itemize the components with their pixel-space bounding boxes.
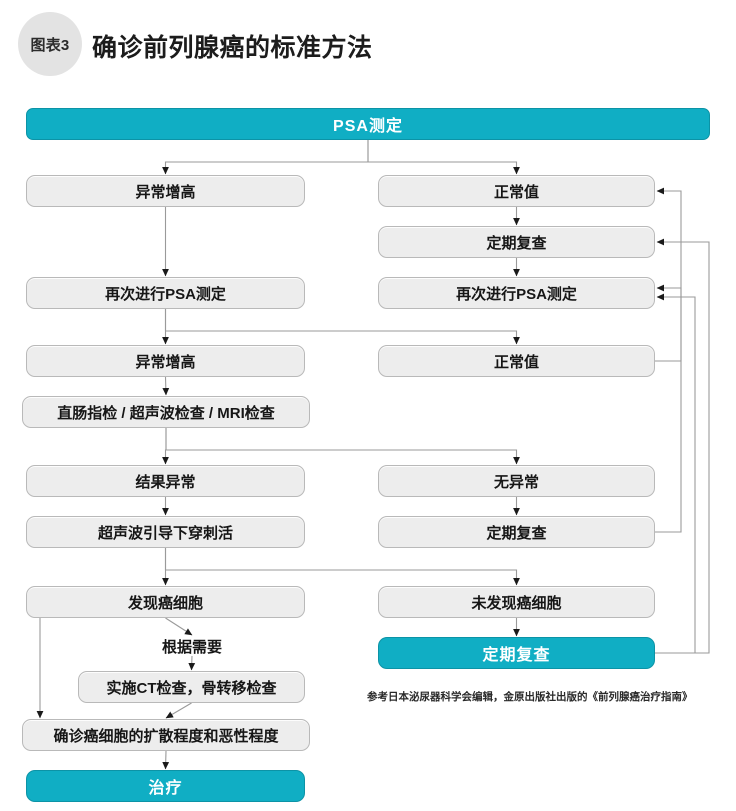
flow-node-psa-test: PSA测定 (26, 108, 710, 140)
flow-node-cancer-found: 发现癌细胞 (26, 586, 305, 618)
flow-node-left-psa-again: 再次进行PSA测定 (26, 277, 305, 309)
flow-node-treatment: 治疗 (26, 770, 305, 802)
flow-node-right-normal-1: 正常值 (378, 175, 655, 207)
page-title: 确诊前列腺癌的标准方法 (92, 34, 373, 62)
flow-node-left-abnormal-2: 异常增高 (26, 345, 305, 377)
figure-source-note: 参考日本泌尿器科学会编辑，金原出版社出版的《前列腺癌治疗指南》 (367, 691, 693, 703)
flow-node-right-recheck-1: 定期复查 (378, 226, 655, 258)
flow-node-biopsy: 超声波引导下穿刺活 (26, 516, 305, 548)
flow-node-ct-exam: 实施CT检查，骨转移检查 (78, 671, 305, 703)
flow-label-as-needed: 根据需要 (161, 639, 222, 656)
flow-node-right-normal-2: 正常值 (378, 345, 655, 377)
flow-node-right-psa-again: 再次进行PSA测定 (378, 277, 655, 309)
flow-node-right-recheck-3: 定期复查 (378, 637, 655, 669)
flow-node-left-abnormal-1: 异常增高 (26, 175, 305, 207)
figure-number-badge: 图表3 (18, 12, 82, 76)
flow-node-result-abnormal: 结果异常 (26, 465, 305, 497)
flow-node-exam-panel: 直肠指检 / 超声波检查 / MRI检查 (22, 396, 310, 428)
flow-node-result-normal: 无异常 (378, 465, 655, 497)
flow-node-cancer-not-found: 未发现癌细胞 (378, 586, 655, 618)
figure-header: 图表3 确诊前列腺癌的标准方法 (0, 0, 736, 92)
flow-node-right-recheck-2: 定期复查 (378, 516, 655, 548)
flow-node-diagnosis-confirmed: 确诊癌细胞的扩散程度和恶性程度 (22, 719, 310, 751)
figure-number-label: 图表3 (30, 36, 70, 54)
